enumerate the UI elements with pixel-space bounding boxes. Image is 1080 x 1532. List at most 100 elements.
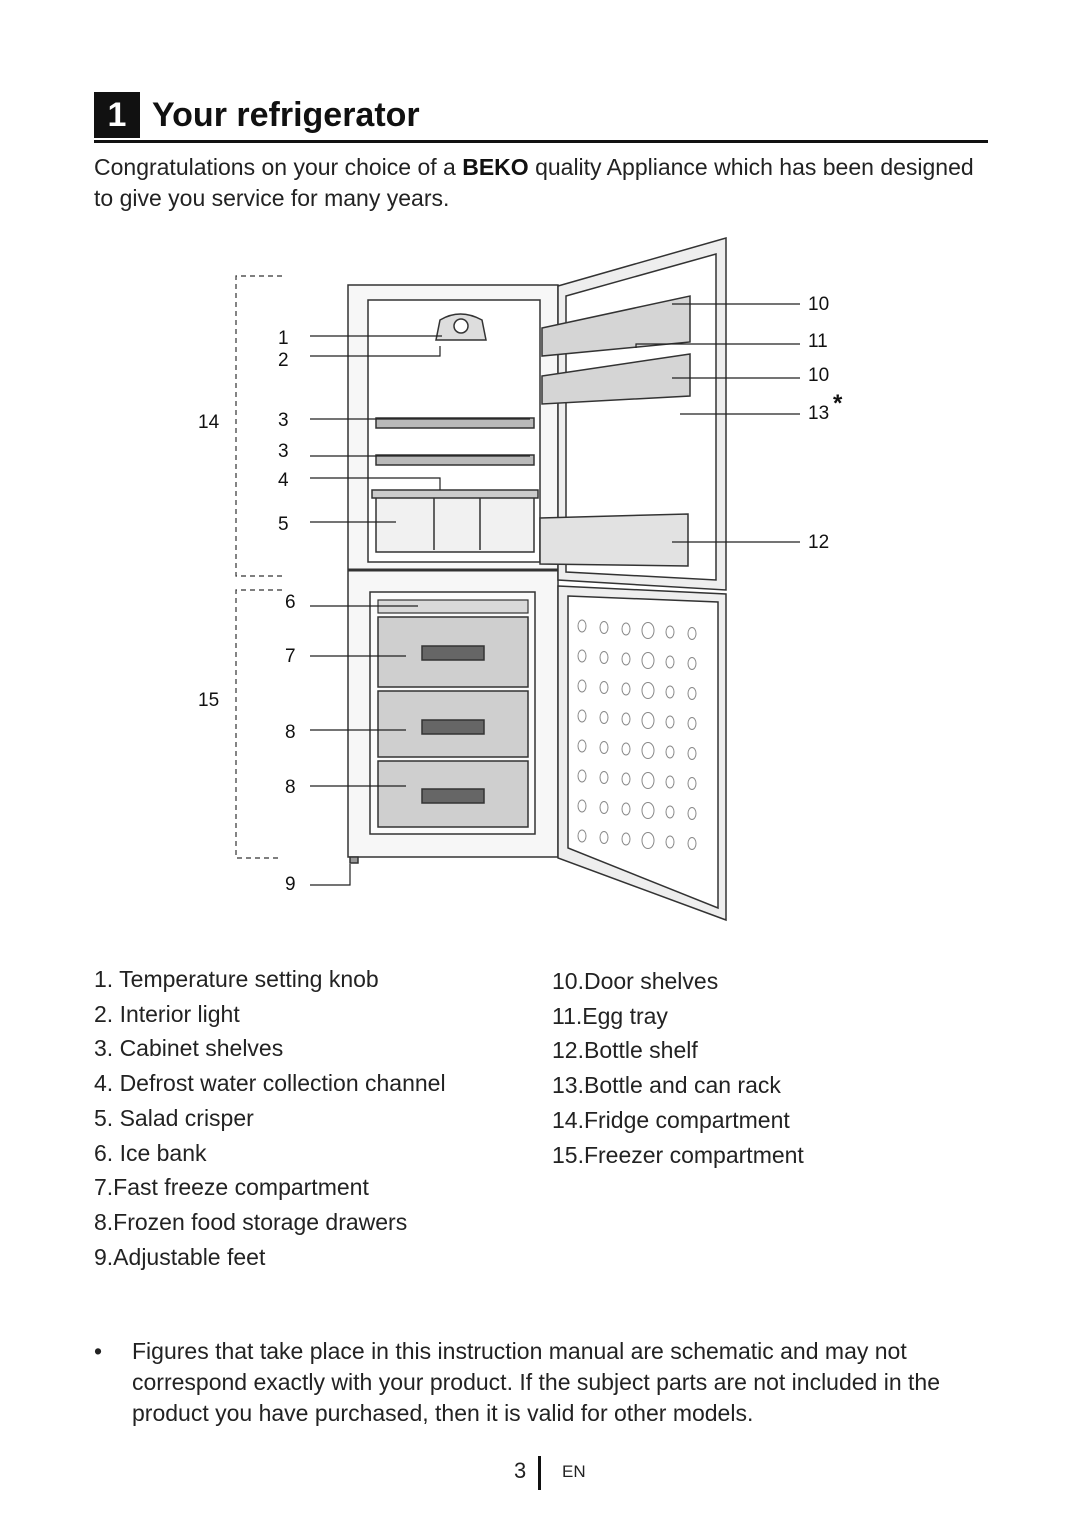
callout-4: 4 [278, 470, 289, 491]
dimple-mark [621, 622, 631, 636]
list-item: 3. Cabinet shelves [94, 1035, 284, 1062]
list-item: 4. Defrost water collection channel [94, 1070, 446, 1097]
dimple-mark [641, 772, 655, 789]
dimple-mark [621, 742, 631, 756]
callout-5: 5 [278, 514, 289, 535]
callout-6: 6 [285, 592, 296, 613]
callout-12: 12 [808, 532, 829, 553]
compartment-brackets [235, 275, 282, 859]
dimple-mark [577, 709, 587, 723]
callout-7: 7 [285, 646, 296, 667]
callout-10b: 10 [808, 365, 829, 386]
callout-8a: 8 [285, 722, 296, 743]
intro-text-before: Congratulations on your choice of a [94, 154, 463, 180]
temperature-knob [435, 313, 487, 341]
callout-11: 11 [808, 331, 828, 352]
list-item: 2. Interior light [94, 1000, 240, 1027]
page-number: 3 [514, 1458, 527, 1483]
dimple-mark [621, 682, 631, 696]
list-item: 7.Fast freeze compartment [94, 1174, 369, 1201]
refrigerator-diagram: 1 2 14 3 3 4 5 6 7 15 8 8 9 10 11 10 13 … [198, 237, 843, 922]
dimple-mark [687, 717, 697, 730]
list-item: 1. Temperature setting knob [94, 966, 379, 992]
disclaimer-text: Figures that take place in this instruct… [132, 1338, 940, 1426]
intro-paragraph: Congratulations on your choice of a BEKO… [94, 152, 994, 214]
dimple-mark [665, 625, 675, 639]
dimple-mark [621, 712, 631, 726]
bullet-icon: • [94, 1338, 103, 1364]
dimple-mark [641, 742, 655, 759]
dimple-mark [599, 801, 609, 814]
cabinet-shelves [375, 417, 535, 466]
dimple-mark [641, 802, 655, 819]
dimple-mark [621, 652, 631, 666]
section-title: Your refrigerator [152, 96, 420, 134]
leader-lines [310, 303, 800, 886]
callout-9: 9 [285, 874, 296, 895]
dimple-mark [599, 771, 609, 784]
dimple-mark [599, 651, 609, 664]
dimple-mark [641, 682, 655, 699]
section-number: 1 [94, 92, 140, 138]
freezer-drawers [377, 616, 529, 828]
dimple-mark [665, 775, 675, 789]
dimple-mark [577, 739, 587, 753]
callout-10a: 10 [808, 294, 829, 315]
dimple-mark [665, 745, 675, 759]
callout-2: 2 [278, 350, 289, 371]
dimple-mark [599, 711, 609, 724]
callout-15: 15 [198, 690, 219, 711]
dimple-mark [621, 832, 631, 846]
dimple-mark [665, 805, 675, 819]
dimple-mark [641, 712, 655, 729]
dimple-mark [687, 627, 697, 640]
list-item: 12.Bottle shelf [552, 1037, 698, 1064]
dimple-mark [641, 622, 655, 639]
brand-name: BEKO [462, 154, 529, 180]
dimple-mark [577, 769, 587, 783]
door-dimples [577, 619, 697, 850]
callout-13: 13 [808, 403, 829, 424]
dimple-mark [599, 621, 609, 634]
list-item: 15.Freezer compartment [552, 1141, 804, 1168]
language-code: EN [562, 1462, 586, 1481]
callout-8b: 8 [285, 777, 296, 798]
dimple-mark [641, 832, 655, 849]
dimple-mark [665, 655, 675, 669]
page-footer: 3 EN [0, 1456, 1080, 1490]
adjustable-feet [349, 856, 359, 864]
dimple-mark [621, 802, 631, 816]
dimple-mark [687, 837, 697, 850]
list-item: 13.Bottle and can rack [552, 1072, 781, 1099]
dimple-mark [687, 807, 697, 820]
list-item: 14.Fridge compartment [552, 1106, 790, 1133]
dimple-mark [665, 715, 675, 729]
dimple-mark [599, 741, 609, 754]
parts-list-left: 1. Temperature setting knob 2. Interior … [94, 962, 446, 1274]
dimple-mark [665, 685, 675, 699]
dimple-mark [621, 772, 631, 786]
dimple-mark [577, 679, 587, 693]
callout-13-star: * [833, 390, 843, 417]
list-item: 5. Salad crisper [94, 1104, 254, 1131]
dimple-mark [599, 681, 609, 694]
list-item: 6. Ice bank [94, 1139, 207, 1166]
dimple-mark [577, 829, 587, 843]
parts-list-right: 10.Door shelves 11.Egg tray 12.Bottle sh… [552, 964, 804, 1172]
dimple-mark [577, 619, 587, 633]
dimple-mark [599, 831, 609, 844]
callout-3b: 3 [278, 441, 289, 462]
section-heading: 1 Your refrigerator [94, 90, 988, 143]
list-item: 8.Frozen food storage drawers [94, 1208, 408, 1235]
callout-14: 14 [198, 412, 220, 433]
dimple-mark [577, 799, 587, 813]
intro-text-after: quality Appliance which has been designe… [94, 154, 974, 211]
callout-3a: 3 [278, 410, 289, 431]
dimple-mark [687, 687, 697, 700]
dimple-mark [687, 747, 697, 760]
callout-1: 1 [278, 328, 289, 349]
salad-crisper [371, 489, 539, 553]
dimple-mark [577, 649, 587, 663]
dimple-mark [687, 657, 697, 670]
dimple-mark [641, 652, 655, 669]
